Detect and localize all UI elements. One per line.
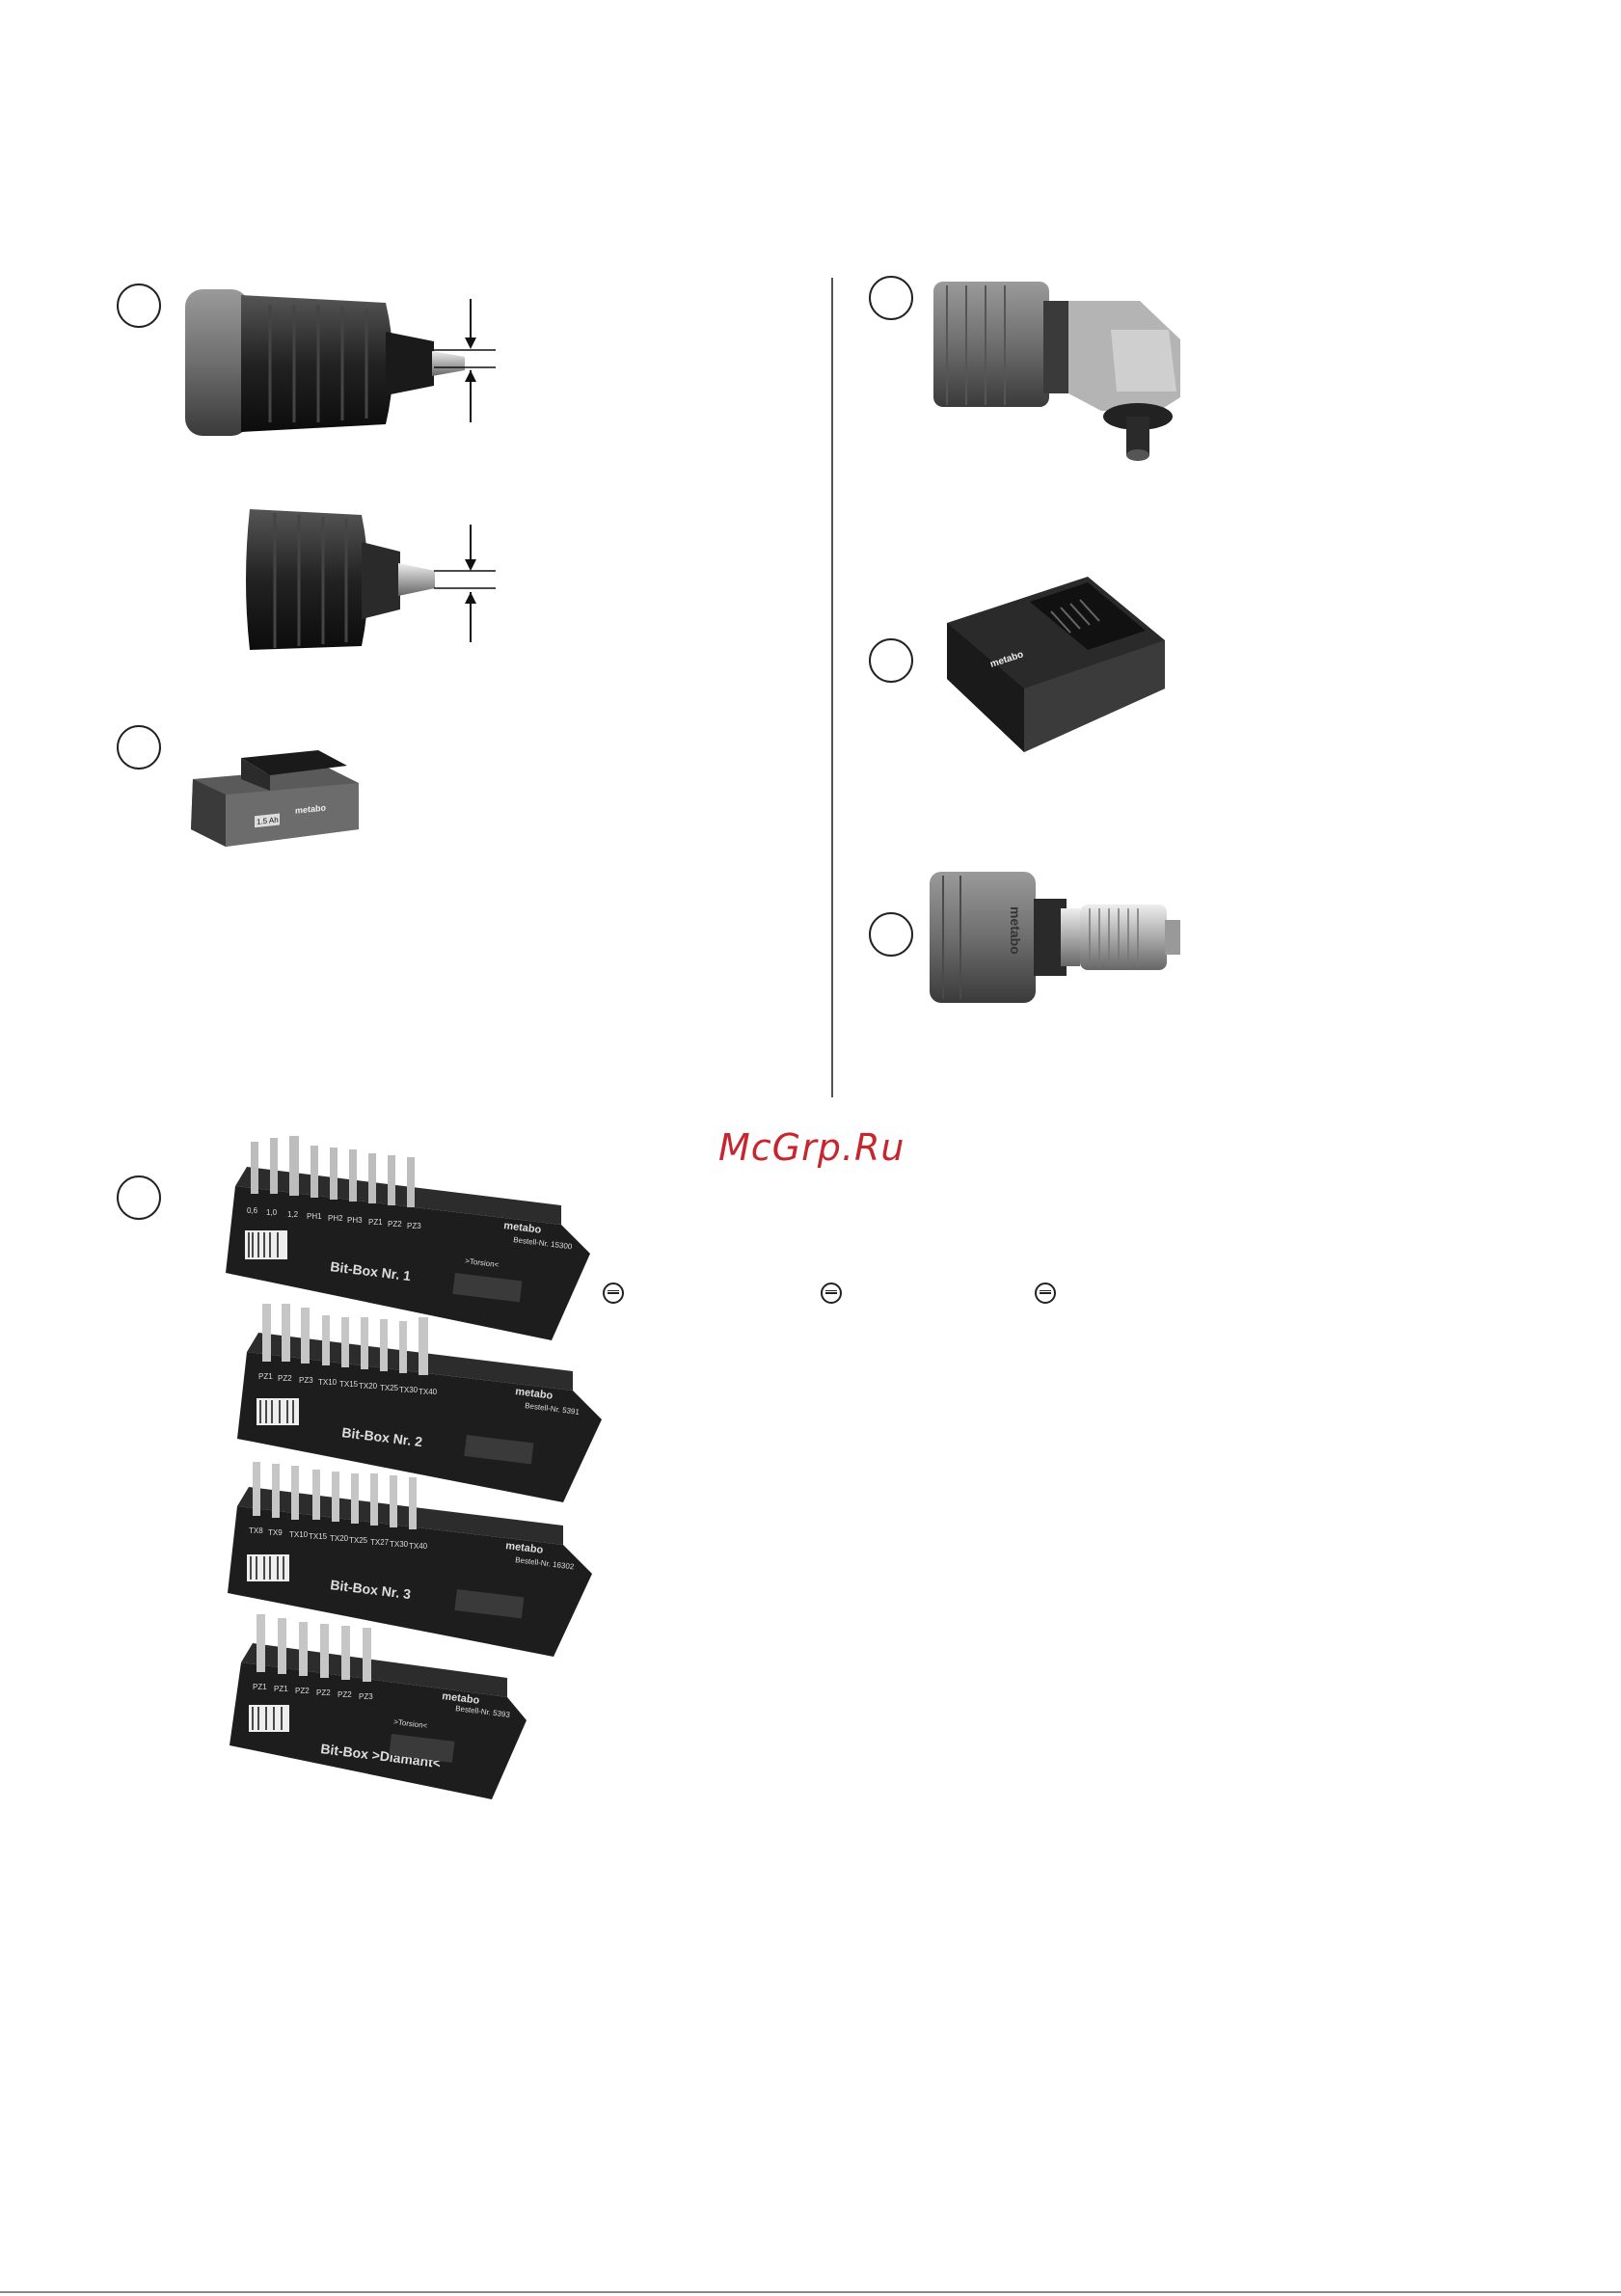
bit-box-tag: >Torsion< — [393, 1717, 428, 1730]
bit-size-label: PH2 — [328, 1214, 343, 1223]
bit-size-label: TX20 — [330, 1534, 349, 1543]
bit-box-brand: metabo — [515, 1386, 554, 1402]
bit-size-label: TX25 — [380, 1384, 399, 1392]
bit-size-label: PZ2 — [278, 1374, 292, 1383]
bit-size-label: PH1 — [307, 1212, 322, 1221]
figure-callout-6 — [117, 1175, 161, 1220]
bit-size-label: TX20 — [359, 1382, 378, 1391]
bit-size-label: PZ2 — [338, 1690, 352, 1699]
bit-size-label: TX30 — [399, 1386, 419, 1394]
quick-chuck-brand: metabo — [1008, 906, 1023, 955]
bit-size-label: TX30 — [390, 1540, 409, 1549]
figure-callout-3 — [869, 276, 913, 320]
column-divider — [831, 278, 833, 1097]
bit-size-label: PZ1 — [368, 1218, 383, 1227]
battery-label: 1.5 Ah — [257, 816, 279, 826]
bit-size-label: PZ1 — [258, 1372, 273, 1381]
bit-box-2-photo: PZ1 PZ2 PZ3 TX10 TX15 TX20 TX25 TX30 TX4… — [235, 1294, 611, 1506]
battery-brand: metabo — [295, 802, 326, 815]
bit-size-label: PZ2 — [388, 1220, 402, 1229]
dimension-arrows-small — [434, 525, 496, 642]
bit-size-label: PH3 — [347, 1216, 363, 1225]
bit-box-brand: metabo — [442, 1690, 481, 1707]
bit-box-tag: >Torsion< — [465, 1256, 500, 1269]
page-bottom-rule — [0, 2291, 1621, 2293]
dimension-arrows-large — [434, 299, 496, 422]
bit-size-label: TX9 — [268, 1528, 283, 1537]
bit-size-label: TX15 — [309, 1532, 328, 1541]
bit-size-label: 1,2 — [287, 1210, 299, 1219]
bit-size-label: PZ1 — [274, 1685, 288, 1693]
slot-screw-icon — [603, 1283, 624, 1304]
charger-photo: metabo — [943, 573, 1175, 766]
bit-size-label: TX15 — [339, 1380, 359, 1389]
bit-size-label: TX8 — [249, 1526, 263, 1535]
bit-size-label: PZ3 — [299, 1376, 313, 1385]
bit-size-label: PZ1 — [253, 1683, 267, 1691]
battery-pack-photo: 1.5 Ah metabo — [183, 741, 366, 856]
slot-screw-icon — [821, 1283, 842, 1304]
bit-size-label: TX40 — [409, 1542, 428, 1551]
keyless-chuck-large-photo — [183, 282, 511, 446]
bit-size-label: 1,0 — [266, 1208, 278, 1217]
bit-box-brand: metabo — [505, 1540, 545, 1556]
bit-size-label: TX40 — [419, 1388, 438, 1396]
bit-box-diamant-photo: PZ1 PZ1 PZ2 PZ2 PZ2 PZ3 metabo Bestell-N… — [228, 1605, 536, 1807]
figure-callout-1 — [117, 284, 161, 328]
bit-box-1-photo: 0,6 1,0 1,2 PH1 PH2 PH3 PZ1 PZ2 PZ3 meta… — [224, 1128, 600, 1340]
figure-callout-4 — [869, 638, 913, 683]
bit-size-label: 0,6 — [247, 1206, 258, 1215]
figure-callout-5 — [869, 912, 913, 957]
bit-size-label: PZ2 — [316, 1688, 331, 1697]
bit-size-label: TX10 — [289, 1530, 309, 1539]
keyless-chuck-small-photo — [246, 503, 448, 658]
watermark-text: McGrp.Ru — [718, 1126, 905, 1169]
angle-attachment-photo — [928, 272, 1217, 474]
bit-box-brand: metabo — [503, 1220, 543, 1236]
slot-screw-icon — [1035, 1283, 1056, 1304]
bit-box-3-photo: TX8 TX9 TX10 TX15 TX20 TX25 TX27 TX30 TX… — [226, 1448, 602, 1661]
quick-chuck-photo: metabo — [926, 866, 1215, 1011]
bit-size-label: PZ2 — [295, 1687, 310, 1695]
bit-size-label: TX25 — [349, 1536, 368, 1545]
bit-size-label: PZ3 — [407, 1222, 421, 1230]
figure-callout-2 — [117, 725, 161, 770]
bit-size-label: PZ3 — [359, 1692, 373, 1701]
bit-size-label: TX27 — [370, 1538, 390, 1547]
bit-size-label: TX10 — [318, 1378, 338, 1387]
